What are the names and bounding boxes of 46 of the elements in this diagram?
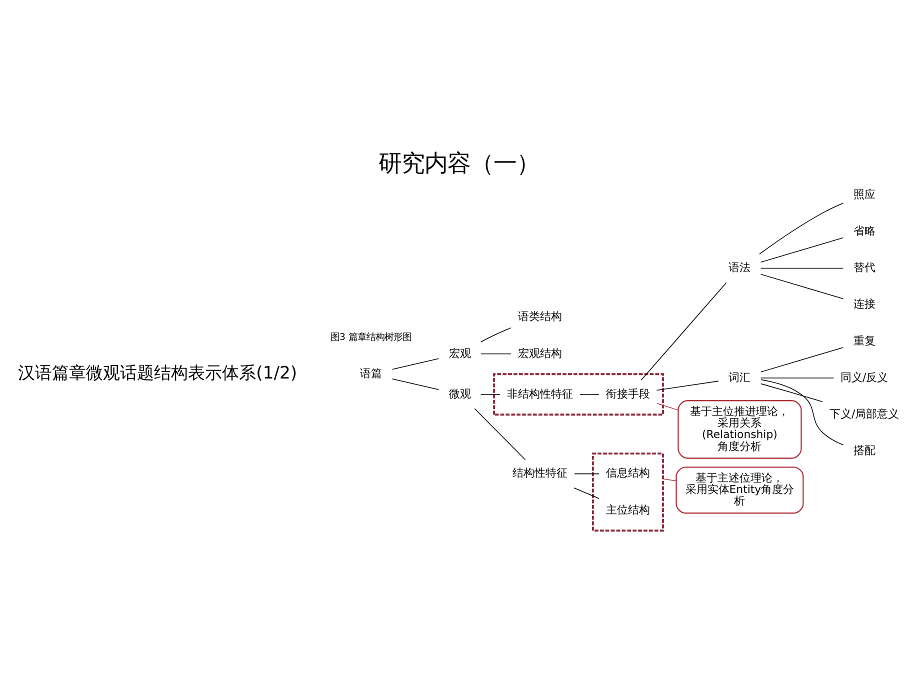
node-box: 基于主述位理论，采用实体Entity角度分析: [676, 466, 804, 514]
label: 汉语篇章微观话题结构表示体系(1/2): [18, 364, 298, 384]
diagram-title: 研究内容（一）: [378, 148, 540, 177]
connector: [574, 473, 600, 474]
connector: [760, 274, 844, 300]
connector: [580, 394, 600, 395]
node-box: 基于主位推进理论，采用关系(Relationship)角度分析: [678, 400, 802, 459]
node-text: 省略: [853, 224, 876, 238]
node-text: 信息结构: [606, 466, 650, 480]
node-text: 语类结构: [518, 310, 562, 324]
cluster: [592, 452, 664, 532]
node-text: 连接: [853, 298, 876, 311]
node-text: 宏观: [448, 346, 471, 360]
node-text: 宏观结构: [518, 346, 562, 360]
connector: [392, 358, 440, 370]
node-text: 结构性特征: [512, 466, 568, 480]
caption: 图3 篇章结构树形图: [330, 332, 412, 343]
node-text: 照应: [853, 188, 876, 201]
cluster: [493, 373, 664, 416]
node-text: 搭配: [853, 444, 876, 458]
node-text: 衔接手段: [606, 387, 650, 400]
connector: [640, 282, 727, 381]
node-text: 主位结构: [606, 503, 650, 516]
node-text: 语篇: [360, 367, 382, 380]
connector: [760, 268, 844, 269]
connector: [760, 383, 823, 402]
node-text: 语法: [728, 261, 751, 274]
connector: [656, 380, 719, 391]
node-text: 替代: [853, 261, 876, 274]
node-text: 微观: [448, 387, 471, 400]
node-text: 词汇: [728, 370, 751, 384]
connector: [392, 378, 440, 390]
connector: [474, 408, 526, 460]
node-text: 下义/局部意义: [829, 408, 900, 421]
connector: [656, 402, 678, 410]
connector: [760, 379, 844, 446]
node-text: 同义/反义: [840, 370, 888, 384]
connector: [760, 237, 844, 263]
node-text: 非结构性特征: [506, 387, 573, 400]
connector: [760, 347, 844, 372]
connector: [480, 327, 512, 342]
node-text: 重复: [853, 334, 876, 348]
connector: [759, 202, 844, 254]
connector: [574, 487, 600, 499]
connector: [662, 478, 676, 482]
connector: [480, 394, 500, 395]
